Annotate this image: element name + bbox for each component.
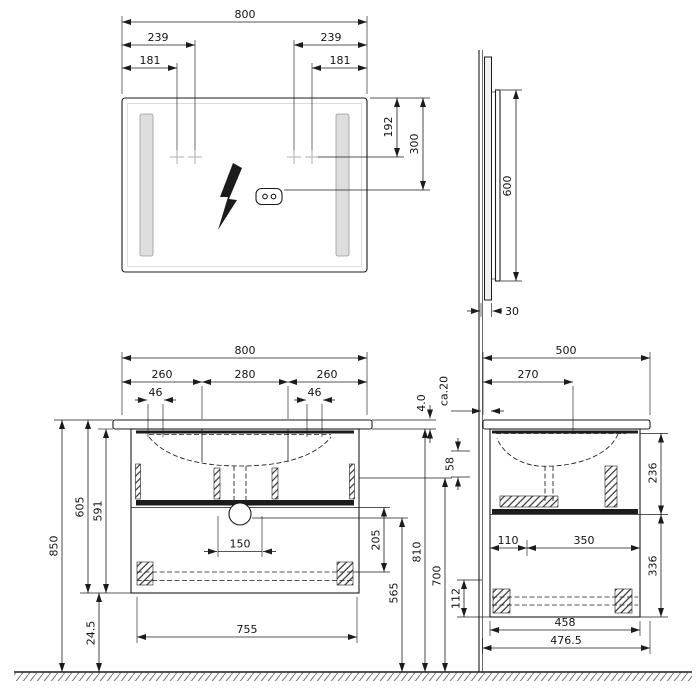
dim-110: 110 (498, 534, 519, 547)
drawer-runner (614, 588, 633, 614)
mirror-light-pane-side (494, 89, 501, 282)
lightning-bolt-icon (218, 163, 242, 230)
drawer-runner (336, 561, 354, 586)
dim-mirror-300: 300 (408, 134, 421, 155)
drawer-runner (604, 465, 618, 508)
dim-4765: 476.5 (550, 634, 582, 647)
drawer-runner (492, 588, 511, 614)
dim-wall-gap: ca.20 (438, 376, 451, 406)
drawer-runner (271, 467, 279, 500)
dim-58: 58 (444, 457, 457, 471)
drawer-runner (213, 467, 221, 500)
dim-mirror-181-left: 181 (140, 54, 161, 67)
dim-top-thickness: 4.0 (415, 394, 428, 412)
dim-mirror-181-right: 181 (330, 54, 351, 67)
mirror-front-view: 800 239 239 181 181 192 300 (121, 8, 430, 273)
dim-260-right: 260 (317, 368, 338, 381)
led-strip-left (139, 113, 154, 257)
cabinet-front (130, 428, 360, 594)
dim-260-left: 260 (152, 368, 173, 381)
basin-outline-front (148, 434, 332, 501)
floor-line (14, 671, 692, 681)
drawer-runner (135, 463, 141, 500)
handle-groove-top (136, 430, 354, 434)
vanity-front-view: 800 260 280 260 46 46 4.0 58 850 605 591… (48, 344, 470, 672)
mirror-side-view: 600 30 (467, 56, 522, 318)
dim-mirror-239-left: 239 (148, 31, 169, 44)
dim-755: 755 (237, 623, 258, 636)
dim-mirror-depth-30: 30 (505, 305, 519, 318)
dim-vanity-width: 800 (235, 344, 256, 357)
countertop-front (112, 419, 373, 430)
wall-line (478, 50, 483, 672)
dim-46-right: 46 (308, 386, 322, 399)
dim-112: 112 (450, 588, 463, 609)
siphon-trap (228, 502, 252, 526)
vanity-side-view: 500 270 ca.20 236 336 110 350 112 458 47… (438, 344, 668, 654)
cabinet-side (489, 428, 641, 618)
dim-46-left: 46 (149, 386, 163, 399)
dim-mirror-192: 192 (382, 117, 395, 138)
dim-depth-500: 500 (556, 344, 577, 357)
light-position-marker (170, 150, 319, 164)
dim-245: 24.5 (85, 621, 98, 646)
power-socket-icon (255, 187, 283, 206)
dim-280: 280 (235, 368, 256, 381)
dim-350: 350 (574, 534, 595, 547)
mirror-body (121, 97, 368, 273)
dim-mirror-width: 800 (235, 8, 256, 21)
dim-458: 458 (555, 616, 576, 629)
dim-605: 605 (74, 497, 87, 518)
countertop-side (482, 419, 651, 430)
dim-810: 810 (411, 542, 424, 563)
dim-336: 336 (647, 556, 660, 577)
dim-565: 565 (388, 583, 401, 604)
dim-mirror-height-600: 600 (501, 176, 514, 197)
dim-591: 591 (92, 501, 105, 522)
dim-mirror-239-right: 239 (321, 31, 342, 44)
led-strip-right (335, 113, 350, 257)
drawer-runner (136, 561, 154, 586)
dim-205: 205 (370, 530, 383, 551)
drawer-runner (499, 495, 559, 508)
dim-236: 236 (647, 463, 660, 484)
mirror-panel-side (484, 56, 492, 301)
dim-700: 700 (431, 566, 444, 587)
drawer-runner (349, 463, 355, 500)
handle-groove-middle (136, 500, 354, 506)
dim-270: 270 (518, 368, 539, 381)
dim-850: 850 (48, 536, 61, 557)
dim-150: 150 (230, 538, 251, 551)
